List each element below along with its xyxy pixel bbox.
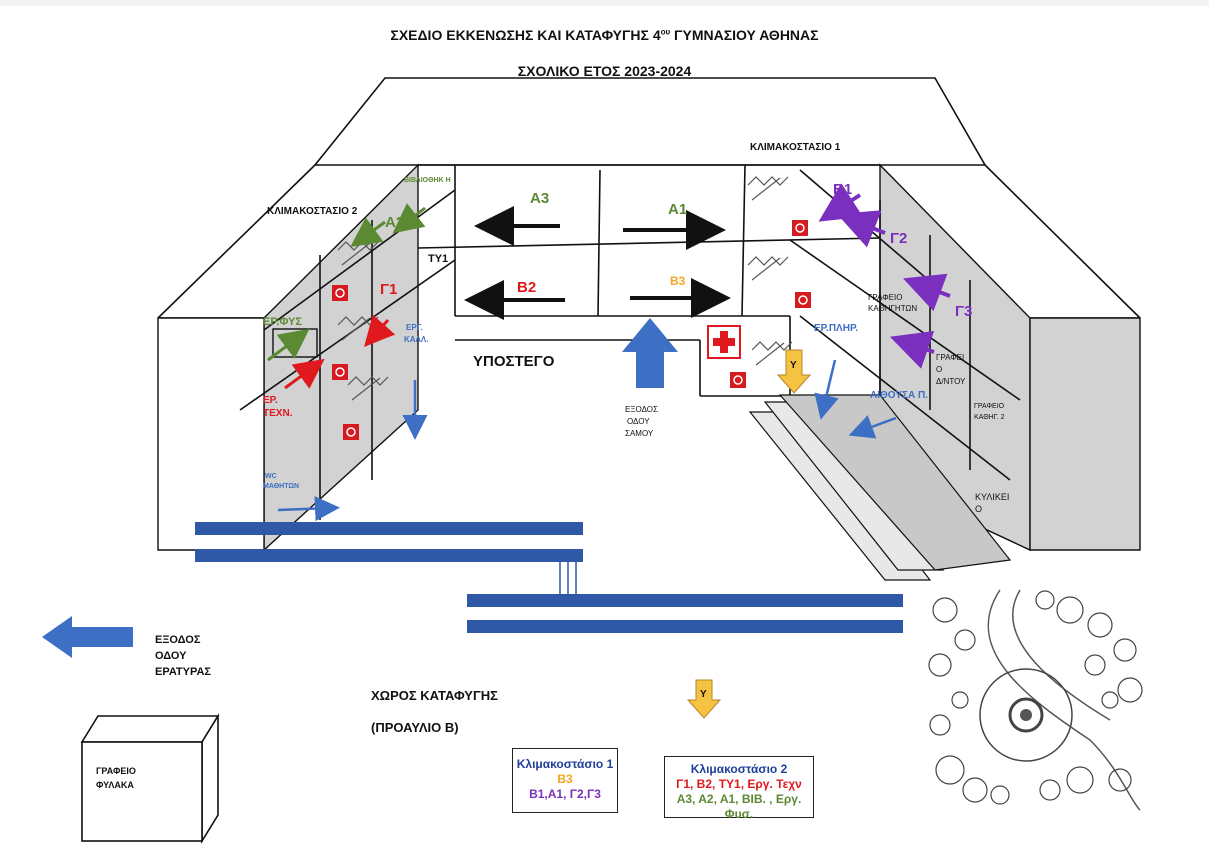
basement-label: ΥΠΟΣΤΕΓΟ xyxy=(473,353,555,370)
wc-l2: ΜΑΘΗΤΩΝ xyxy=(263,483,299,490)
legend-stair1-line2: B1,A1, Γ2,Γ3 xyxy=(529,787,601,801)
hall-label: ΑΙΘΟΥΣΑ Π. xyxy=(870,390,928,401)
legend-stair2-title: Κλιμακοστάσιο 2 xyxy=(690,762,788,776)
class-g3: Γ3 xyxy=(955,303,972,320)
exit-samou-l1: ΕΞΟΔΟΣ xyxy=(625,405,658,414)
left-outer-box xyxy=(157,317,265,551)
class-a3: A3 xyxy=(530,190,549,207)
blue-arrows xyxy=(277,359,897,522)
legend-stair2-line1: Γ1, Β2, ΤΥ1, Εργ. Τεχν xyxy=(676,777,802,791)
fire-alarm-signs xyxy=(332,220,811,440)
lab-it-label: ΕΡ.ΠΛΗΡ. xyxy=(814,323,858,334)
lab-tech-l1: ΕΡ. xyxy=(263,395,278,406)
corridor-arrows xyxy=(464,206,731,320)
legend-stair2: Κλιμακοστάσιο 2 Γ1, Β2, ΤΥ1, Εργ. Τεχν Α… xyxy=(664,756,814,821)
office2-l2: ΚΑΘΗΓ. 2 xyxy=(974,414,1005,421)
class-a1: A1 xyxy=(668,201,687,218)
exit-samou-l2: ΟΔΟΥ xyxy=(627,417,650,426)
legend-stair2-line3: Φυσ. xyxy=(724,807,754,821)
ramp xyxy=(748,394,1012,581)
class-g1: Γ1 xyxy=(380,281,397,298)
guard-box xyxy=(80,713,220,844)
teachers-office-l1: ΓΡΑΦΕΙΟ xyxy=(868,293,902,302)
legend-stair1-line1: B3 xyxy=(557,772,573,786)
teachers-office-l2: ΚΑΘΗΓΗΤΩΝ xyxy=(868,304,917,313)
exit-arrow-eratyras xyxy=(42,616,133,658)
red-arrows xyxy=(284,314,396,390)
lab-art-l1: ΕΡΓ. xyxy=(406,323,423,332)
wc-l1: WC xyxy=(265,473,277,480)
exit-arrow-samou xyxy=(622,318,678,388)
y-sign-top: Υ xyxy=(790,360,797,371)
class-b1: B1 xyxy=(833,181,852,198)
stair1-label: ΚΛΙΜΑΚΟΣΤΑΣΙΟ 1 xyxy=(750,142,841,153)
page-subtitle: ΣΧΟΛΙΚΟ ΕΤΟΣ 2023-2024 xyxy=(517,63,692,79)
first-aid-icon xyxy=(707,325,741,359)
legend-stair1: Κλιμακοστάσιο 1 B3 B1,A1, Γ2,Γ3 xyxy=(512,748,618,813)
canteen-l1: ΚΥΛΙΚΕΙ xyxy=(975,492,1009,502)
yellow-arrow-top xyxy=(776,349,812,394)
right-outer-box xyxy=(1029,317,1141,551)
lab-tech-l2: ΤΕΧΝ. xyxy=(263,408,293,419)
central-floors xyxy=(239,164,1021,520)
stair2-label: ΚΛΙΜΑΚΟΣΤΑΣΙΟ 2 xyxy=(267,206,358,217)
class-b3: B3 xyxy=(670,274,686,288)
legend-stair1-title: Κλιμακοστάσιο 1 xyxy=(516,757,614,771)
refuge-subtitle: (ΠΡΟΑΥΛΙΟ Β) xyxy=(371,720,459,735)
y-sign-bottom: Υ xyxy=(700,689,707,700)
lab-phys-label: ΕΡ.ΦΥΣ xyxy=(263,316,302,328)
canteen-l2: Ο xyxy=(975,504,982,514)
director-l1: ΓΡΑΦΕΙ xyxy=(936,353,964,362)
legend-stair2-line2: Α3, Α2, Α1, ΒΙΒ. , Εργ. xyxy=(676,792,802,806)
connector-lines xyxy=(559,562,577,594)
class-a2: A2 xyxy=(385,214,404,231)
class-g2: Γ2 xyxy=(890,230,907,247)
yellow-arrow-bottom xyxy=(686,679,722,719)
green-arrows xyxy=(267,203,426,362)
guard-office-label: ΓΡΑΦΕΙΟ ΦΥΛΑΚΑ xyxy=(96,766,136,790)
office2-l1: ΓΡΑΦΕΙΟ xyxy=(974,403,1005,410)
top-strip xyxy=(0,0,1209,6)
refuge-title: ΧΩΡΟΣ ΚΑΤΑΦΥΓΗΣ xyxy=(371,688,498,703)
garden-illustration xyxy=(920,589,1148,811)
purple-arrows xyxy=(818,183,951,369)
ty1-label: ΤΥ1 xyxy=(428,253,448,265)
page-title: ΣΧΕΔΙΟ ΕΚΚΕΝΩΣΗΣ ΚΑΙ ΚΑΤΑΦΥΓΗΣ 4ου ΓΥΜΝΑ… xyxy=(390,27,819,43)
class-b2: B2 xyxy=(517,279,536,296)
lab-art-l2: ΚΑΛΛ. xyxy=(404,335,428,344)
director-l2: Ο xyxy=(936,365,942,374)
exit-samou-l3: ΣΑΜΟΥ xyxy=(625,429,654,438)
exit-eratyras-label: ΕΞΟΔΟΣ ΟΔΟΥ ΕΡΑΤΥΡΑΣ xyxy=(155,634,212,678)
director-l3: Δ/ΝΤΟΥ xyxy=(936,377,966,386)
library-label: ΒΙΒΛΙΟΘΗΚ Η xyxy=(404,177,451,184)
blue-path-bars xyxy=(195,522,903,633)
